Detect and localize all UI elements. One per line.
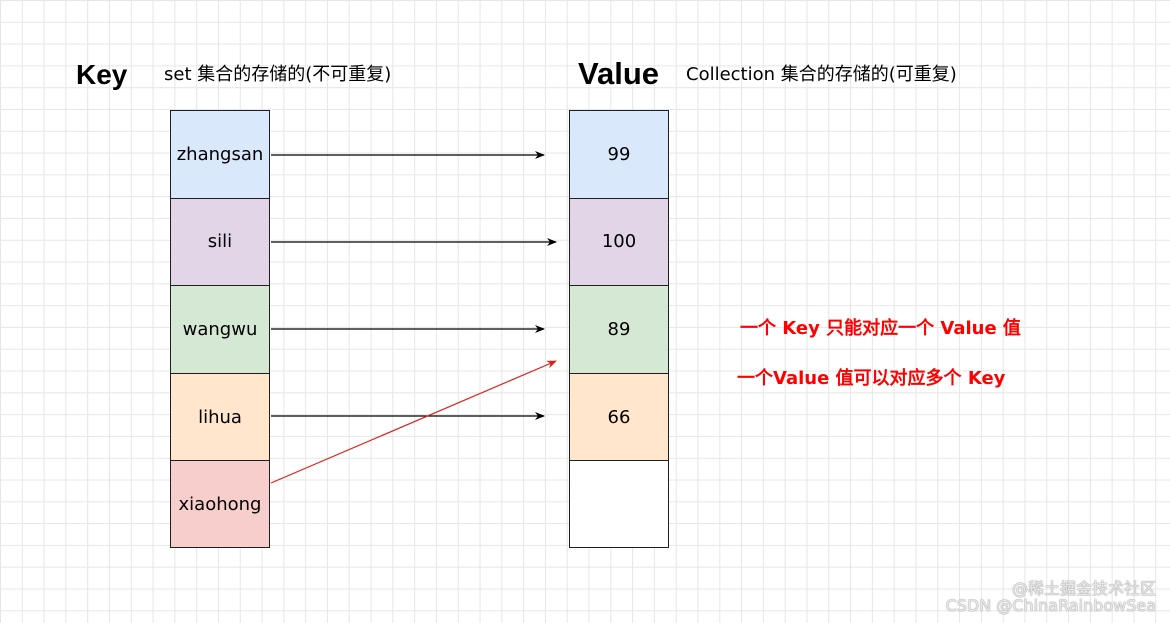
value-cell-empty <box>569 460 669 548</box>
key-heading: Key <box>76 59 128 90</box>
key-cell: xiaohong <box>170 460 270 548</box>
key-cell: sili <box>170 197 270 286</box>
key-caption: set 集合的存储的(不可重复) <box>164 64 392 85</box>
value-cell: 100 <box>569 197 669 286</box>
value-cell: 89 <box>569 285 669 373</box>
value-heading: Value <box>578 56 659 91</box>
key-column: zhangsan sili wangwu lihua xiaohong <box>170 110 270 548</box>
key-cell: wangwu <box>170 285 270 373</box>
key-cell: lihua <box>170 372 270 461</box>
note-one-value-many-keys: 一个Value 值可以对应多个 Key <box>737 368 1006 389</box>
value-caption: Collection 集合的存储的(可重复) <box>686 64 957 85</box>
value-cell: 66 <box>569 372 669 461</box>
value-column: 99 100 89 66 <box>569 110 669 548</box>
watermark: @稀土掘金技术社区 CSDN @ChinaRainbowSea <box>946 581 1156 615</box>
key-cell: zhangsan <box>170 110 270 198</box>
watermark-line-2: CSDN @ChinaRainbowSea <box>945 596 1156 616</box>
arrow-xiaohong-to-89 <box>270 360 557 484</box>
watermark-line-1: @稀土掘金技术社区 <box>1011 579 1156 599</box>
value-cell: 99 <box>569 110 669 198</box>
note-one-key-one-value: 一个 Key 只能对应一个 Value 值 <box>740 318 1021 339</box>
